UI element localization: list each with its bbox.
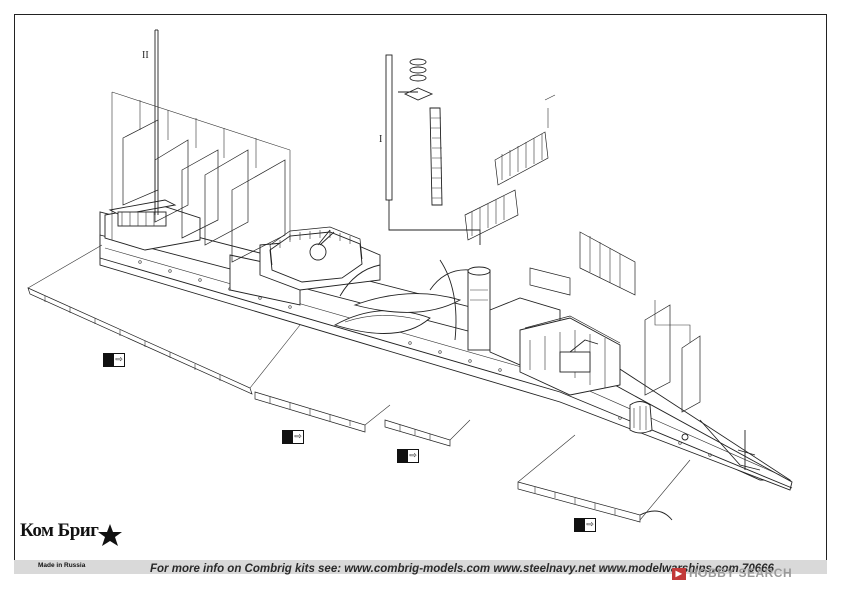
marker-arrow-icon: ⇨	[115, 355, 123, 365]
footer-strip	[14, 560, 827, 574]
hull	[99, 211, 793, 491]
callout-label-two: II	[142, 50, 149, 61]
logo-tagline: Made in Russia	[38, 562, 86, 569]
footer-info-text: For more info on Combrig kits see: www.c…	[150, 563, 774, 575]
marker-block	[575, 519, 585, 531]
forward-superstructure	[489, 297, 621, 396]
forward-railing-parts	[464, 94, 701, 413]
amidships-superstructure	[229, 226, 381, 306]
marker-block	[104, 354, 114, 366]
combrig-logo: Ком Бриг Made in Russia	[20, 520, 130, 578]
lower-railing-strips	[27, 244, 691, 523]
watermark: ▶HOBBY SEARCH	[672, 566, 792, 580]
foremast-part	[385, 54, 481, 245]
marker-arrow-icon: ⇨	[586, 520, 594, 530]
logo-name: Ком Бриг	[20, 520, 99, 541]
aft-deckhouse	[104, 199, 201, 251]
funnel	[439, 259, 491, 351]
marker-block	[283, 431, 293, 443]
aft-railing-parts	[111, 91, 291, 263]
mainmast-part	[154, 29, 159, 215]
photo-etch-marker-icon: ⇨	[103, 353, 125, 367]
ship-assembly-drawing	[27, 29, 793, 523]
marker-arrow-icon: ⇨	[294, 432, 302, 442]
bow-fittings	[629, 401, 761, 471]
watermark-text: HOBBY SEARCH	[689, 566, 793, 580]
watermark-logo-icon: ▶	[672, 567, 686, 580]
photo-etch-marker-icon: ⇨	[282, 430, 304, 444]
photo-etch-marker-icon: ⇨	[397, 449, 419, 463]
marker-block	[398, 450, 408, 462]
photo-etch-marker-icon: ⇨	[574, 518, 596, 532]
marker-arrow-icon: ⇨	[409, 451, 417, 461]
ladder-part	[429, 107, 443, 206]
boats	[333, 264, 471, 334]
searchlight-top	[398, 58, 434, 101]
logo-star-icon	[98, 524, 122, 546]
callout-label-one: I	[379, 134, 383, 145]
